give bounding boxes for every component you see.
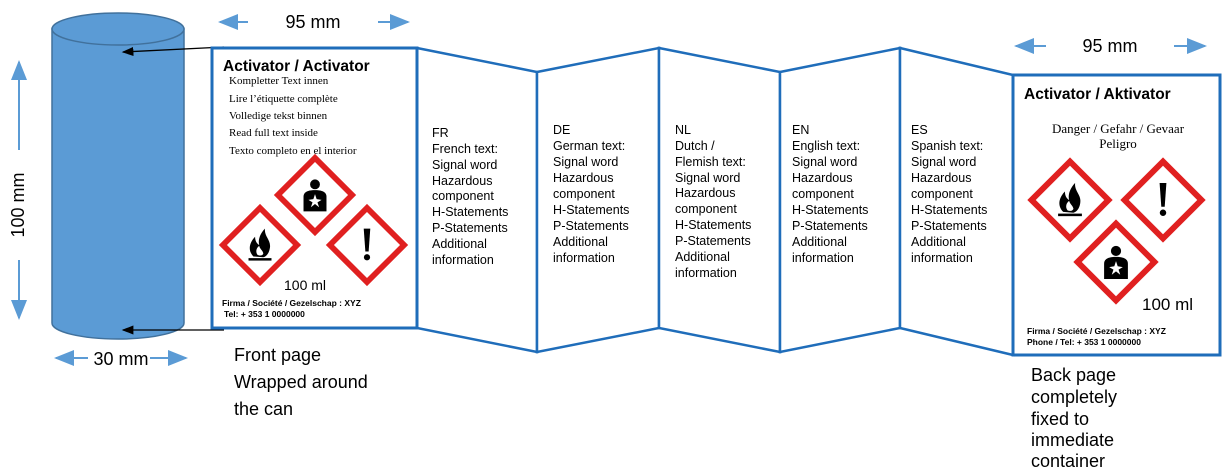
panel-fr: FR French text: Signal word Hazardous co… xyxy=(432,126,508,267)
front-lang-1: Kompletter Text innen xyxy=(229,75,329,87)
width-label-left: 95 mm xyxy=(285,12,340,32)
panel-text: information xyxy=(432,253,494,267)
panel-text: H-Statements xyxy=(911,203,987,217)
front-title: Activator / Activator xyxy=(223,58,370,75)
panel-text: information xyxy=(911,251,973,265)
back-phone: Phone / Tel: + 353 1 0000000 xyxy=(1027,337,1141,347)
panel-text: Hazardous xyxy=(911,171,971,185)
panel-text: Hazardous xyxy=(553,171,613,185)
diameter-label: 30 mm xyxy=(93,349,148,369)
panel-de: DE German text: Signal word Hazardous co… xyxy=(553,123,629,265)
panel-text: Additional xyxy=(432,237,487,251)
panel-text: NL xyxy=(675,123,691,137)
front-company: Firma / Société / Gezelschap : XYZ xyxy=(222,298,361,308)
panel-text: FR xyxy=(432,126,449,140)
caption-line: fixed to xyxy=(1031,409,1089,429)
panel-text: Additional xyxy=(675,250,730,264)
panel-es: ES Spanish text: Signal word Hazardous c… xyxy=(911,123,987,265)
panel-text: German text: xyxy=(553,139,625,153)
panel-text: information xyxy=(553,251,615,265)
caption-line: Wrapped around xyxy=(234,372,368,392)
wrap-arrows xyxy=(121,46,225,335)
panel-text: Additional xyxy=(911,235,966,249)
panel-text: H-Statements xyxy=(553,203,629,217)
front-lang-2: Lire l’étiquette complète xyxy=(229,93,338,105)
back-title: Activator / Aktivator xyxy=(1024,86,1171,103)
front-caption: Front page Wrapped around the can xyxy=(234,345,368,419)
panel-text: P-Statements xyxy=(911,219,987,233)
caption-line: completely xyxy=(1031,387,1117,407)
caption-line: container xyxy=(1031,451,1105,471)
panel-text: French text: xyxy=(432,142,498,156)
back-page: Activator / Aktivator Danger / Gefahr / … xyxy=(1011,73,1222,357)
panel-text: component xyxy=(911,187,973,201)
front-lang-3: Volledige tekst binnen xyxy=(229,110,328,122)
panel-text: P-Statements xyxy=(553,219,629,233)
panel-text: Signal word xyxy=(675,171,740,185)
height-label: 100 mm xyxy=(8,172,28,237)
width-dimension-right: 95 mm xyxy=(1014,36,1207,56)
panel-text: Signal word xyxy=(911,155,976,169)
panel-text: P-Statements xyxy=(675,234,751,248)
caption-line: Front page xyxy=(234,345,321,365)
panel-text: Signal word xyxy=(432,158,497,172)
panel-text: Hazardous xyxy=(675,186,735,200)
panel-text: DE xyxy=(553,123,570,137)
panel-text: H-Statements xyxy=(675,218,751,232)
height-dimension: 100 mm xyxy=(8,60,28,320)
panel-text: Additional xyxy=(792,235,847,249)
can-cylinder xyxy=(51,12,185,340)
panel-text: Dutch / xyxy=(675,139,715,153)
panel-text: information xyxy=(792,251,854,265)
back-volume: 100 ml xyxy=(1142,295,1193,314)
panel-text: Signal word xyxy=(553,155,618,169)
diameter-dimension: 30 mm xyxy=(54,349,188,369)
panel-text: ES xyxy=(911,123,928,137)
back-signal-1: Danger / Gefahr / Gevaar xyxy=(1052,121,1185,136)
panel-text: English text: xyxy=(792,139,860,153)
panel-text: Hazardous xyxy=(792,171,852,185)
back-company: Firma / Société / Gezelschap : XYZ xyxy=(1027,326,1166,336)
front-lang-5: Texto completo en el interior xyxy=(229,145,357,157)
panel-text: Signal word xyxy=(792,155,857,169)
panel-text: P-Statements xyxy=(792,219,868,233)
front-lang-4: Read full text inside xyxy=(229,127,318,139)
panel-text: Spanish text: xyxy=(911,139,983,153)
panel-text: component xyxy=(792,187,854,201)
panel-en: EN English text: Signal word Hazardous c… xyxy=(792,123,868,265)
back-signal-2: Peligro xyxy=(1099,136,1137,151)
caption-line: Back page xyxy=(1031,365,1116,385)
caption-line: the can xyxy=(234,399,293,419)
panel-text: Hazardous xyxy=(432,174,492,188)
panel-text: component xyxy=(432,189,494,203)
panel-text: component xyxy=(675,202,737,216)
panel-text: information xyxy=(675,266,737,280)
panel-text: P-Statements xyxy=(432,221,508,235)
panel-text: Additional xyxy=(553,235,608,249)
panel-nl: NL Dutch / Flemish text: Signal word Haz… xyxy=(675,123,751,280)
panel-text: component xyxy=(553,187,615,201)
front-phone: Tel: + 353 1 0000000 xyxy=(224,309,305,319)
panel-text: Flemish text: xyxy=(675,155,746,169)
caption-line: immediate xyxy=(1031,430,1114,450)
back-caption: Back page completely fixed to immediate … xyxy=(1031,365,1117,471)
front-volume: 100 ml xyxy=(284,277,326,293)
panel-text: EN xyxy=(792,123,809,137)
panel-text: H-Statements xyxy=(792,203,868,217)
panel-text: H-Statements xyxy=(432,205,508,219)
front-page: Activator / Activator Kompletter Text in… xyxy=(210,46,419,330)
width-label-right: 95 mm xyxy=(1082,36,1137,56)
width-dimension-left: 95 mm xyxy=(218,12,410,32)
